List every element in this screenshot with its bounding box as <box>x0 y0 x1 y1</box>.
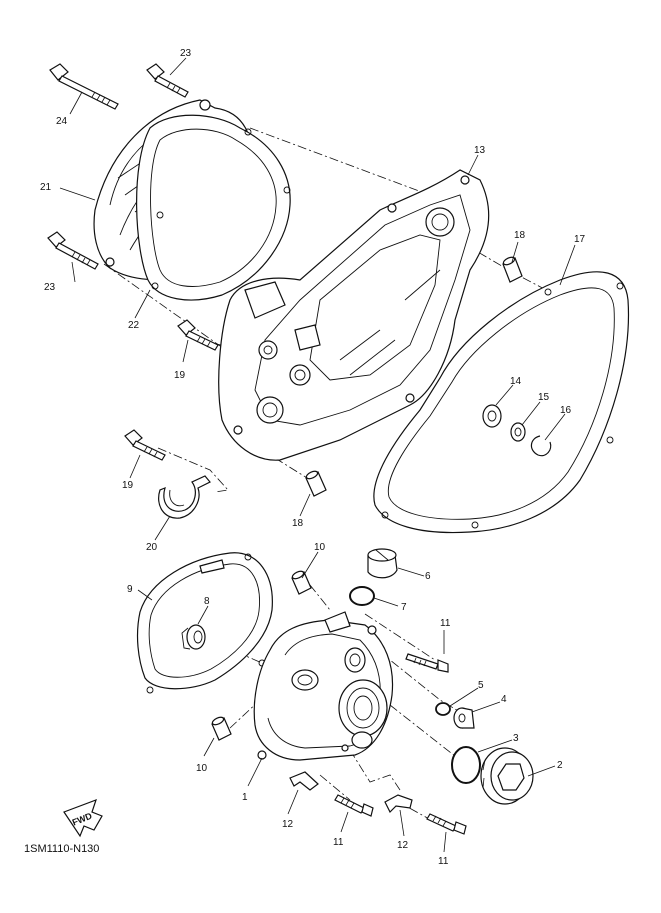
callout-18-top: 18 <box>514 230 526 241</box>
part-11-bolt-right <box>405 653 449 673</box>
drawing-code: 1SM1110-N130 <box>24 843 99 855</box>
part-2-large-plug <box>480 747 534 805</box>
callout-13: 13 <box>474 145 486 156</box>
part-10-dowel-lower <box>211 716 232 741</box>
part-13-crankcase-cover <box>218 169 490 461</box>
part-23-bolt-top <box>146 63 189 98</box>
fwd-arrow-icon: FWD <box>63 798 103 838</box>
part-7-o-ring <box>349 586 375 606</box>
part-18-dowel-bottom <box>305 470 327 497</box>
callout-7: 7 <box>401 602 407 613</box>
part-4-plug <box>453 707 475 729</box>
part-20-clamp <box>158 475 211 519</box>
callout-23-left: 23 <box>44 282 56 293</box>
callout-1: 1 <box>242 792 248 803</box>
part-11-bolt-center <box>334 794 374 817</box>
part-1-crankcase-cover <box>253 611 394 761</box>
part-9-gasket <box>136 552 273 694</box>
callout-16: 16 <box>560 405 572 416</box>
callout-6: 6 <box>425 571 431 582</box>
callout-20: 20 <box>146 542 158 553</box>
part-15-washer <box>510 422 526 442</box>
callout-21: 21 <box>40 182 52 193</box>
part-17-large-gasket <box>373 271 630 534</box>
callout-5: 5 <box>478 680 484 691</box>
part-14-oil-seal <box>482 404 502 428</box>
part-19-bolt-upper <box>177 319 219 351</box>
callout-19-lower: 19 <box>122 480 134 491</box>
part-16-circlip <box>530 435 552 457</box>
part-12-bracket-right <box>384 794 413 814</box>
part-12-bracket-left <box>289 771 319 791</box>
callout-4: 4 <box>501 694 507 705</box>
part-24-long-bolt <box>49 63 119 110</box>
part-8-oil-seal <box>181 624 206 650</box>
callout-15: 15 <box>538 392 550 403</box>
part-3-o-ring <box>451 746 481 784</box>
part-18-dowel-top <box>502 256 523 283</box>
callout-12-left: 12 <box>282 819 294 830</box>
callout-8: 8 <box>204 596 210 607</box>
callout-10-upper: 10 <box>314 542 326 553</box>
part-6-filler-cap <box>367 548 398 579</box>
callout-11-center: 11 <box>333 837 344 848</box>
callout-11-lower: 11 <box>438 856 449 867</box>
callout-12-right: 12 <box>397 840 409 851</box>
callout-11-right: 11 <box>440 618 451 629</box>
part-5-o-ring <box>435 702 451 716</box>
part-10-dowel-upper <box>291 570 312 595</box>
callout-10-lower: 10 <box>196 763 208 774</box>
callout-9: 9 <box>127 584 133 595</box>
callout-22: 22 <box>128 320 140 331</box>
callout-14: 14 <box>510 376 522 387</box>
callout-19-upper: 19 <box>174 370 186 381</box>
callout-labels: 23 24 21 23 22 13 17 18 14 15 16 19 19 1… <box>40 48 586 867</box>
leader-lines <box>59 57 576 853</box>
part-11-bolt-lower <box>426 813 467 835</box>
callout-18-bottom: 18 <box>292 518 304 529</box>
part-19-bolt-lower <box>124 429 166 461</box>
callout-23-top: 23 <box>180 48 192 59</box>
callout-3: 3 <box>513 733 519 744</box>
callout-24: 24 <box>56 116 68 127</box>
callout-2: 2 <box>557 760 563 771</box>
part-23-bolt-left <box>47 231 99 270</box>
callout-17: 17 <box>574 234 586 245</box>
part-22-gasket <box>136 114 291 301</box>
